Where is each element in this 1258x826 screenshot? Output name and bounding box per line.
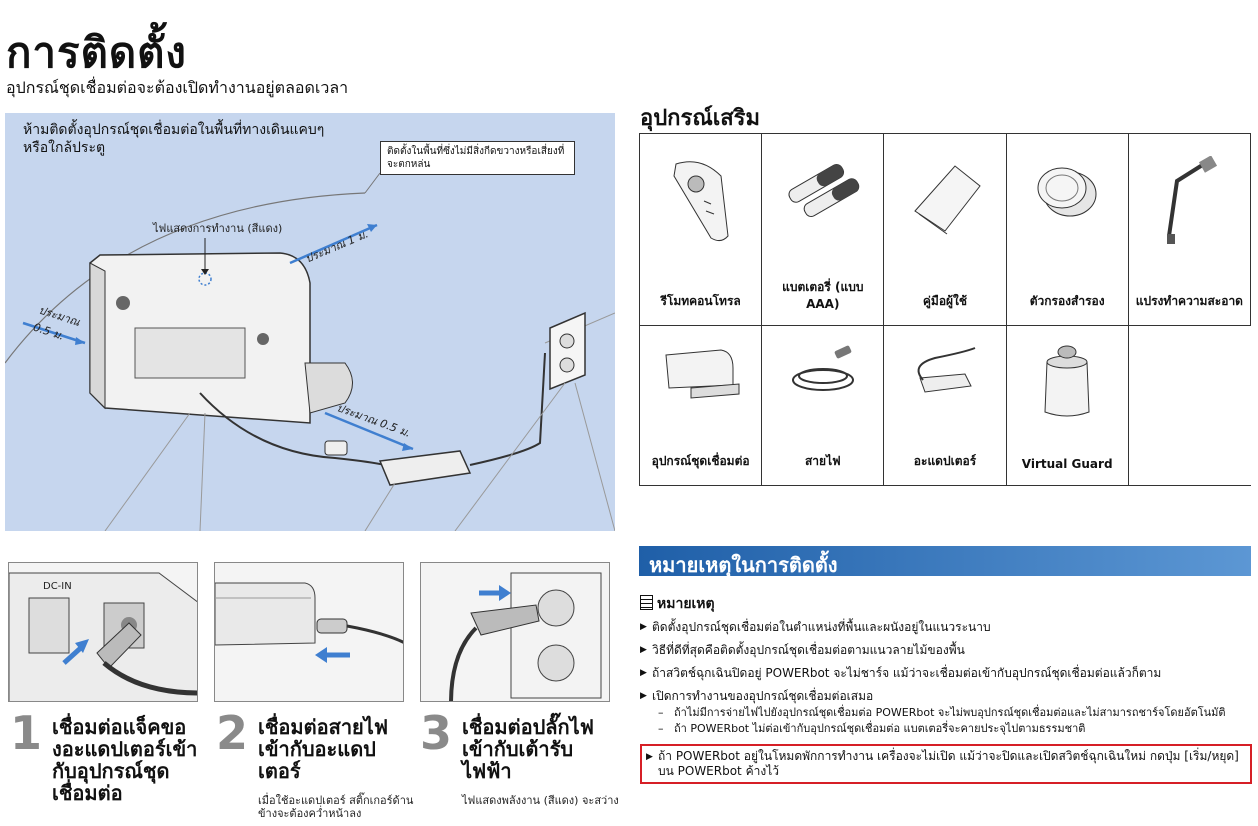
step-number: 2 [216,706,249,760]
detail-adapter-plug [214,562,404,702]
filter-icon [1037,167,1097,217]
docking-station-icon [665,349,740,399]
placement-callout: ติดตั้งในพื้นที่ซึ่งไม่มีสิ่งกีดขวางหรือ… [380,141,575,175]
dc-in-label: DC-IN [43,581,72,592]
detail-wall-outlet [420,562,610,702]
manual-icon [914,165,981,235]
accessory-remote: รีโมทคอนโทรล [638,133,763,326]
note-heading-text: หมายเหตุ [657,596,715,612]
step-note: เมื่อใช้อะแดปเตอร์ สติ๊กเกอร์ด้านข้างจะต… [258,794,414,820]
note-item: วิธีที่ดีที่สุดคือติดตั้งอุปกรณ์ชุดเชื่อ… [640,643,1252,658]
adapter-icon [917,347,976,393]
accessory-virtual-guard: Virtual Guard [1005,325,1129,486]
installation-illustration: ห้ามติดตั้งอุปกรณ์ชุดเชื่อมต่อในพื้นที่ท… [5,113,615,531]
indicator-light-label: ไฟแสดงการทำงาน (สีแดง) [153,222,283,235]
virtual-guard-icon [1044,345,1090,417]
note-sub-item: ถ้าไม่มีการจ่ายไฟไปยังอุปกรณ์ชุดเชื่อมต่… [652,706,1252,720]
install-notes-list: ติดตั้งอุปกรณ์ชุดเชื่อมต่อในตำแหน่งที่พื… [640,620,1252,792]
accessory-manual: คู่มือผู้ใช้ [883,133,1007,326]
note-item: ถ้าสวิตช์ฉุกเฉินปิดอยู่ POWERbot จะไม่ชา… [640,666,1252,681]
note-heading: หมายเหตุ [640,593,715,615]
accessory-adapter: อะแดปเตอร์ [883,325,1007,486]
accessory-label: ตัวกรองสำรอง [1029,294,1105,308]
accessory-label: รีโมทคอนโทรล [660,294,741,308]
install-notes-title: หมายเหตุในการติดตั้ง [649,553,838,577]
accessory-label: อะแดปเตอร์ [913,454,977,468]
note-sub-item: ถ้า POWERbot ไม่ต่อเข้ากับอุปกรณ์ชุดเชื่… [652,722,1252,736]
page-subtitle: อุปกรณ์ชุดเชื่อมต่อจะต้องเปิดทำงานอยู่ตล… [6,78,349,97]
remote-control-icon [673,161,729,242]
install-notes-band: หมายเหตุในการติดตั้ง [639,546,1251,577]
note-item-power: เปิดการทำงานของอุปกรณ์ชุดเชื่อมต่อเสมอ ถ… [640,689,1252,736]
adapter-plug-icon [215,582,403,663]
battery-icon [788,163,860,218]
accessory-label: อุปกรณ์ชุดเชื่อมต่อ [651,454,750,468]
accessory-power-cord: สายไฟ [761,325,885,486]
note-item: ติดตั้งอุปกรณ์ชุดเชื่อมต่อในตำแหน่งที่พื… [640,620,1252,635]
accessory-battery: แบตเตอรี่ (แบบ AAA) [761,133,885,326]
step-heading: เชื่อมต่อปลั๊กไฟเข้ากับเต้ารับไฟฟ้า [462,715,594,783]
accessory-label: Virtual Guard [1021,457,1113,471]
accessory-label: แบตเตอรี่ (แบบ AAA) [782,280,864,311]
accessories-table: รีโมทคอนโทรล แบตเตอรี่ (แบบ AAA) คู่มือผ… [638,133,1252,486]
step-number: 1 [10,706,43,760]
placement-warning: ห้ามติดตั้งอุปกรณ์ชุดเชื่อมต่อในพื้นที่ท… [23,122,325,156]
accessory-docking-station: อุปกรณ์ชุดเชื่อมต่อ [638,325,763,486]
step-number: 3 [420,706,453,760]
step-note: ไฟแสดงพลังงาน (สีแดง) จะสว่าง [462,794,619,807]
accessory-label: แปรงทำความสะอาด [1135,294,1243,308]
step-heading: เชื่อมต่อสายไฟเข้ากับอะแดปเตอร์ [258,715,388,783]
brush-icon [1167,156,1218,244]
page-title: การติดตั้ง [6,28,187,77]
accessory-label: สายไฟ [804,454,841,468]
power-cord-icon [791,345,854,391]
accessory-label: คู่มือผู้ใช้ [922,294,968,308]
accessories-title: อุปกรณ์เสริม [640,106,760,131]
accessory-filter: ตัวกรองสำรอง [1005,133,1129,326]
note-document-icon [640,595,653,610]
step-heading: เชื่อมต่อแจ็คของอะแดปเตอร์เข้ากับอุปกรณ์… [52,715,198,805]
dc-in-jack-icon [9,572,197,701]
detail-dc-in-jack: DC-IN [8,562,198,702]
installation-drawing [5,172,615,531]
wall-outlet-icon [449,572,602,701]
highlighted-note: ถ้า POWERbot อยู่ในโหมดพักการทำงาน เครื่… [640,744,1252,784]
accessory-brush: แปรงทำความสะอาด [1127,133,1252,326]
accessory-empty-cell [1127,325,1251,486]
note-item-text: เปิดการทำงานของอุปกรณ์ชุดเชื่อมต่อเสมอ [652,689,874,703]
